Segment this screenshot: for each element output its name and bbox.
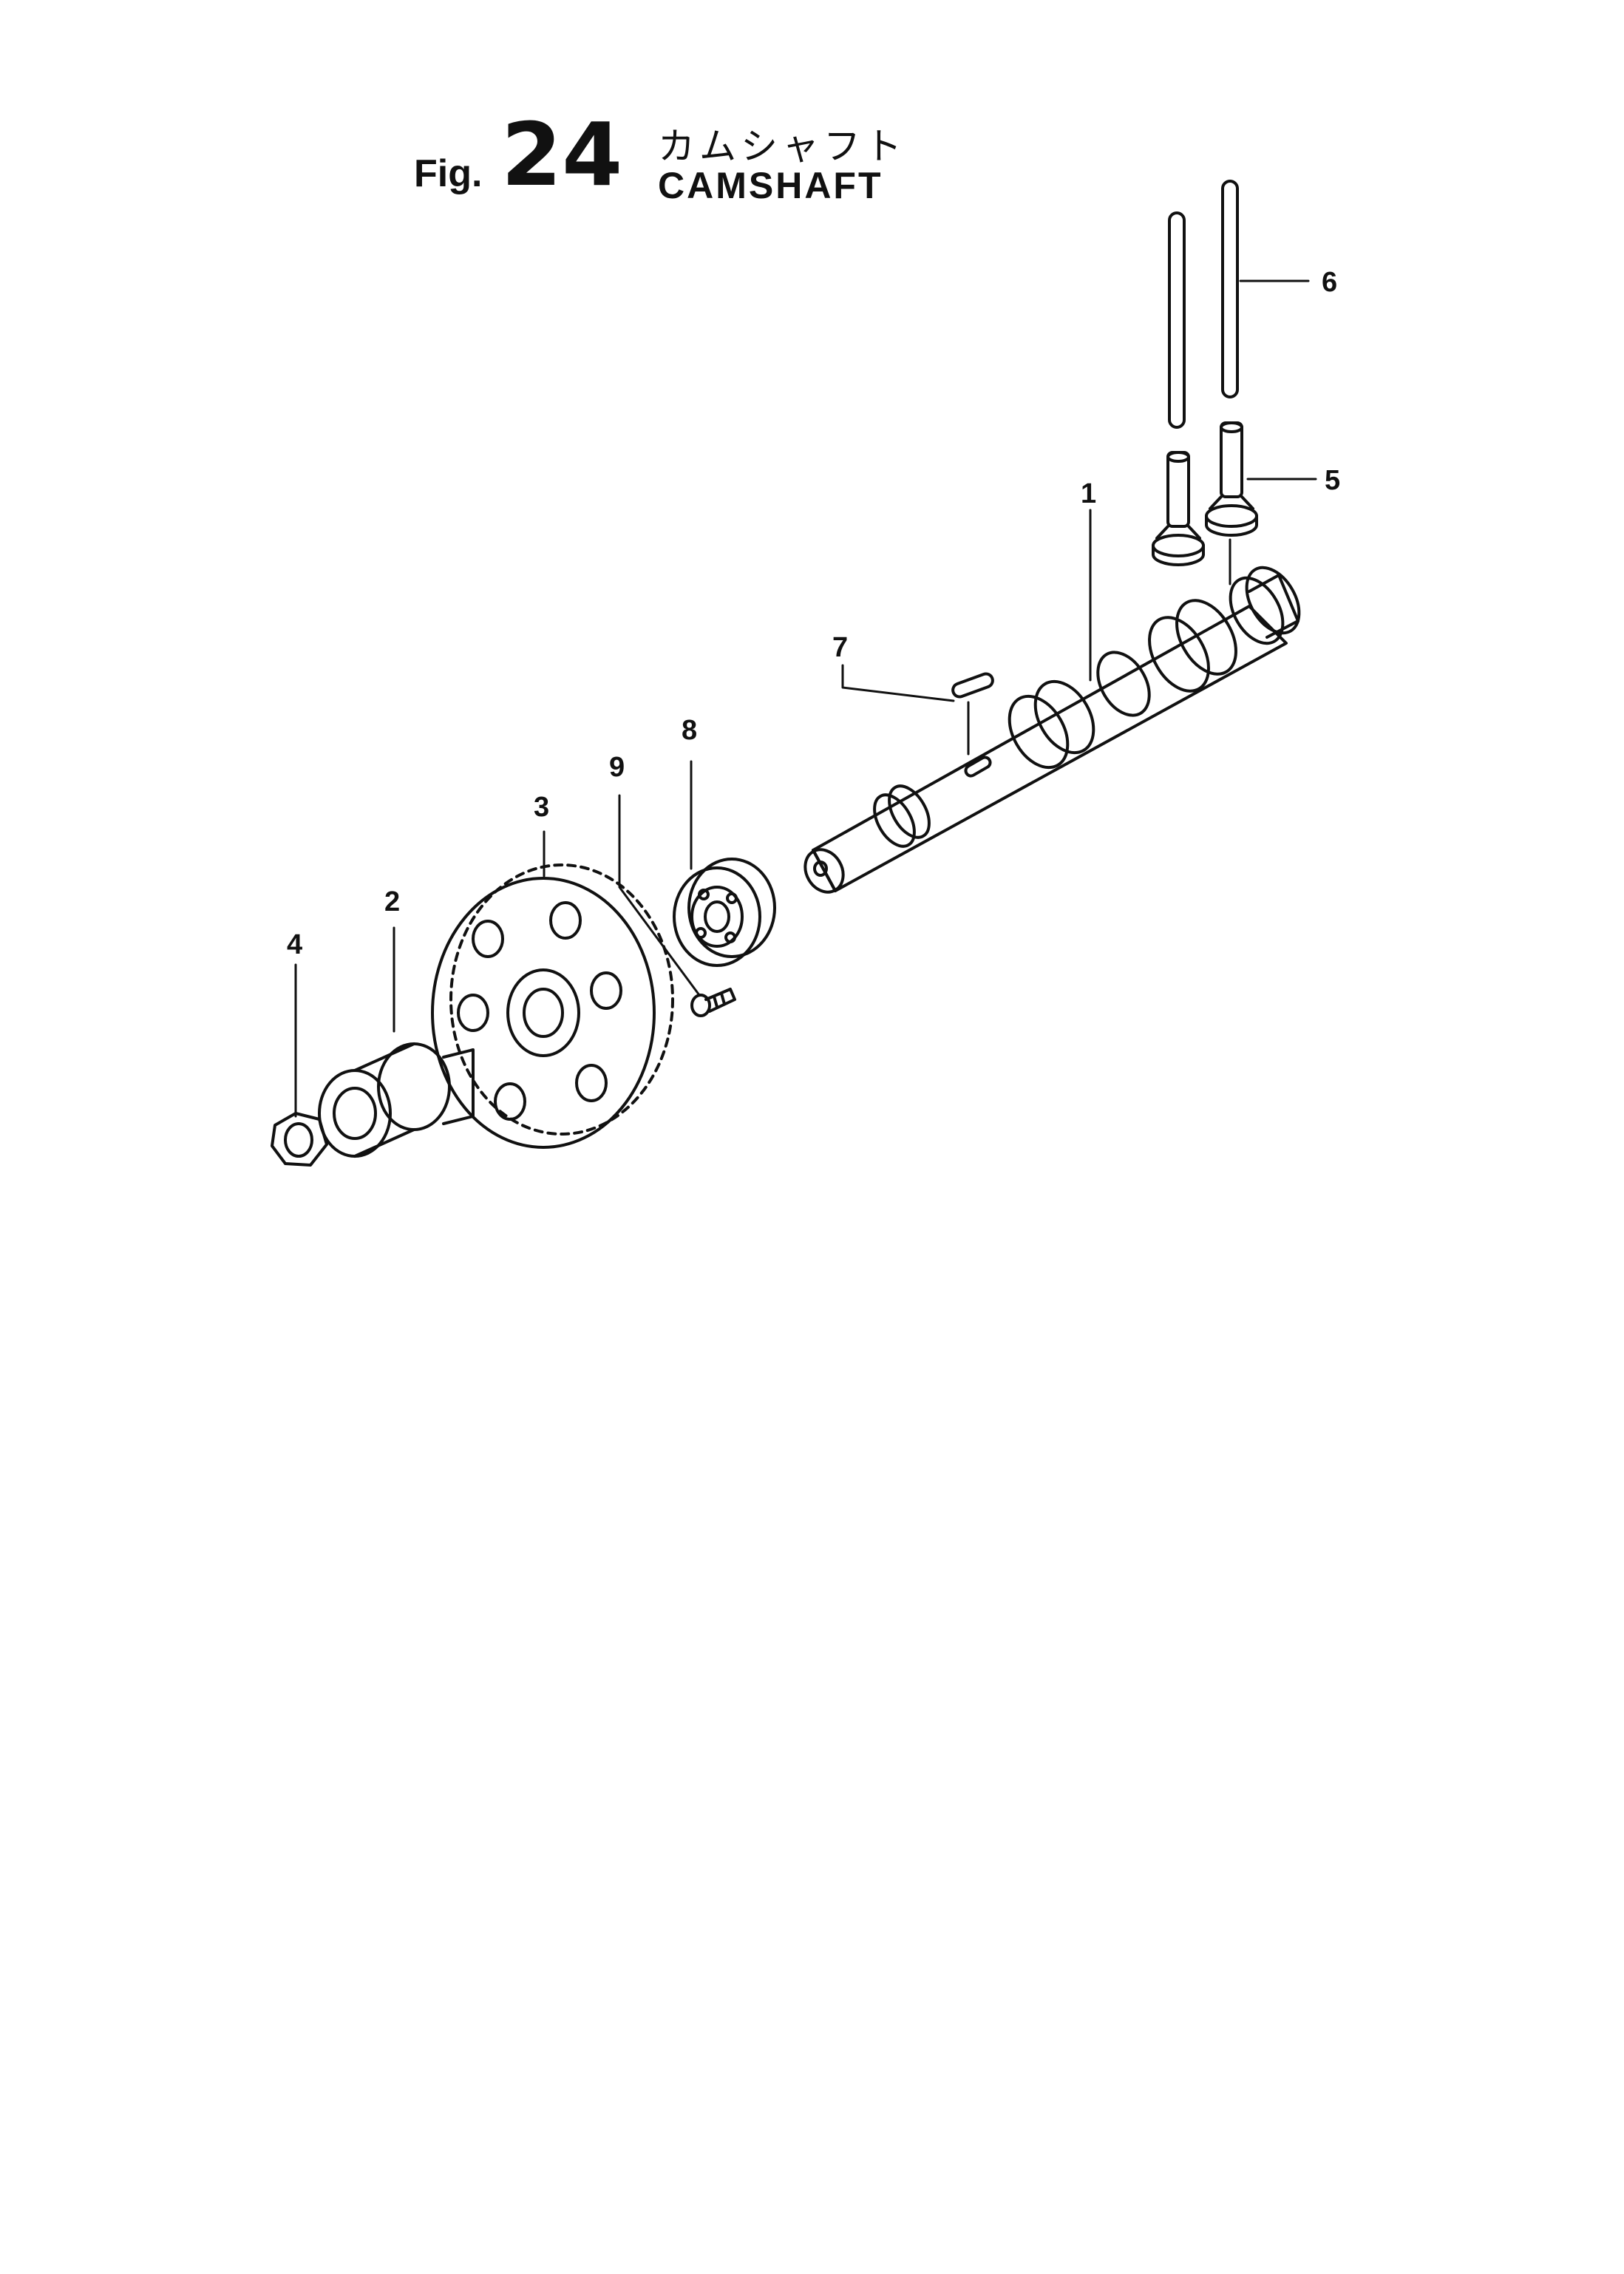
part-4-nut	[271, 1112, 328, 1167]
leader-lines	[294, 279, 1317, 1118]
callout-6: 6	[1322, 267, 1337, 298]
callout-2: 2	[384, 886, 400, 917]
part-6-push-rods	[1168, 180, 1239, 429]
callout-3: 3	[534, 792, 549, 823]
part-2-collar	[318, 1042, 475, 1158]
figure-prefix: Fig.	[414, 152, 483, 195]
callout-7: 7	[832, 632, 848, 663]
part-7-key	[951, 672, 994, 699]
callout-1: 1	[1081, 478, 1096, 509]
figure-title-english: CAMSHAFT	[658, 165, 883, 206]
callout-labels: 1 2 3 4 5 6 7 8 9	[287, 267, 1340, 960]
callout-9: 9	[609, 752, 625, 783]
callout-8: 8	[682, 715, 697, 746]
figure-title: Fig. 24 カムシャフト CAMSHAFT	[414, 111, 931, 207]
part-3-cam-gear	[431, 863, 674, 1149]
figure-number: 24	[501, 103, 623, 206]
part-1-camshaft	[803, 566, 1301, 894]
part-5-tappets	[1152, 421, 1258, 566]
figure-title-japanese: カムシャフト	[658, 125, 906, 168]
callout-5: 5	[1325, 465, 1340, 496]
part-8-ball-bearing	[673, 858, 776, 967]
callout-4: 4	[287, 929, 302, 960]
part-9-screw	[690, 988, 736, 1017]
